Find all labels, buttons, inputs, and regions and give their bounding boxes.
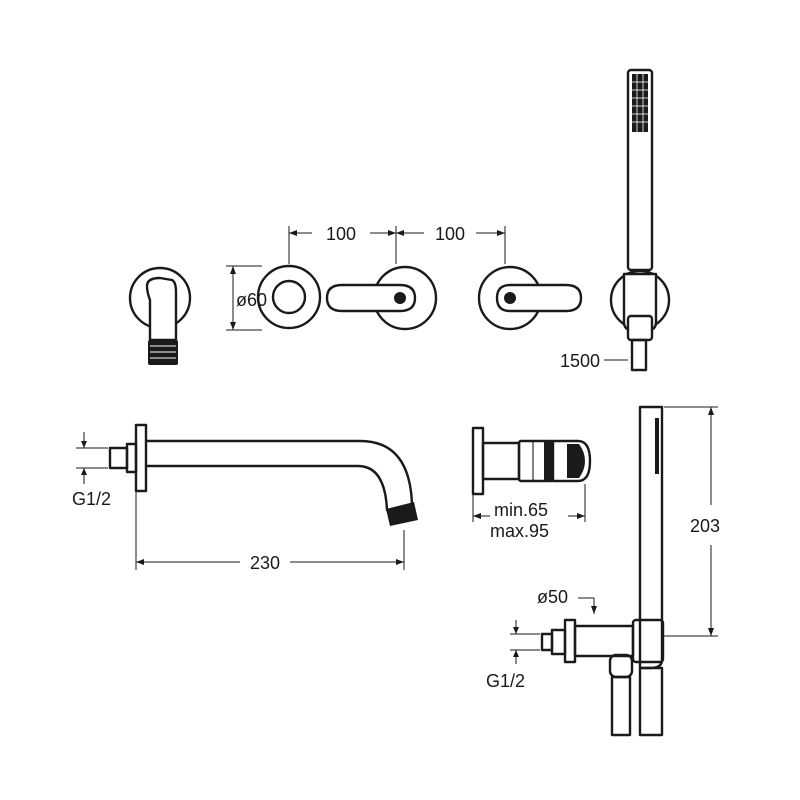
label-spacing-right: 100 — [435, 224, 465, 244]
dim-spacing — [288, 226, 506, 264]
dim-spout-length — [135, 492, 405, 570]
dim-handset-height — [664, 406, 718, 637]
front-view-spout — [128, 266, 192, 365]
label-spout-length: 230 — [250, 553, 280, 573]
front-view-mixer-left — [325, 265, 438, 331]
label-rosette-diameter: ø60 — [236, 290, 267, 310]
dim-holder-diameter — [578, 597, 597, 614]
front-view-diverter — [256, 264, 322, 330]
label-handle-min: min.65 — [494, 500, 548, 520]
side-view-mixer — [471, 426, 592, 496]
label-hose-length: 1500 — [560, 351, 600, 371]
dim-thread-holder — [510, 620, 540, 664]
label-spacing-left: 100 — [326, 224, 356, 244]
label-handset-height: 203 — [690, 516, 720, 536]
dim-thread-spout — [76, 432, 108, 484]
label-thread-holder: G1/2 — [486, 671, 525, 691]
dim-rosette — [226, 265, 262, 331]
label-thread-spout: G1/2 — [72, 489, 111, 509]
side-view-hand-shower — [540, 405, 665, 737]
front-view-mixer-right — [477, 265, 583, 331]
label-holder-diameter: ø50 — [537, 587, 568, 607]
dim-handle — [472, 484, 586, 522]
side-view-spout — [108, 423, 418, 526]
label-handle-max: max.95 — [490, 521, 549, 541]
front-view-hand-shower — [609, 68, 671, 372]
